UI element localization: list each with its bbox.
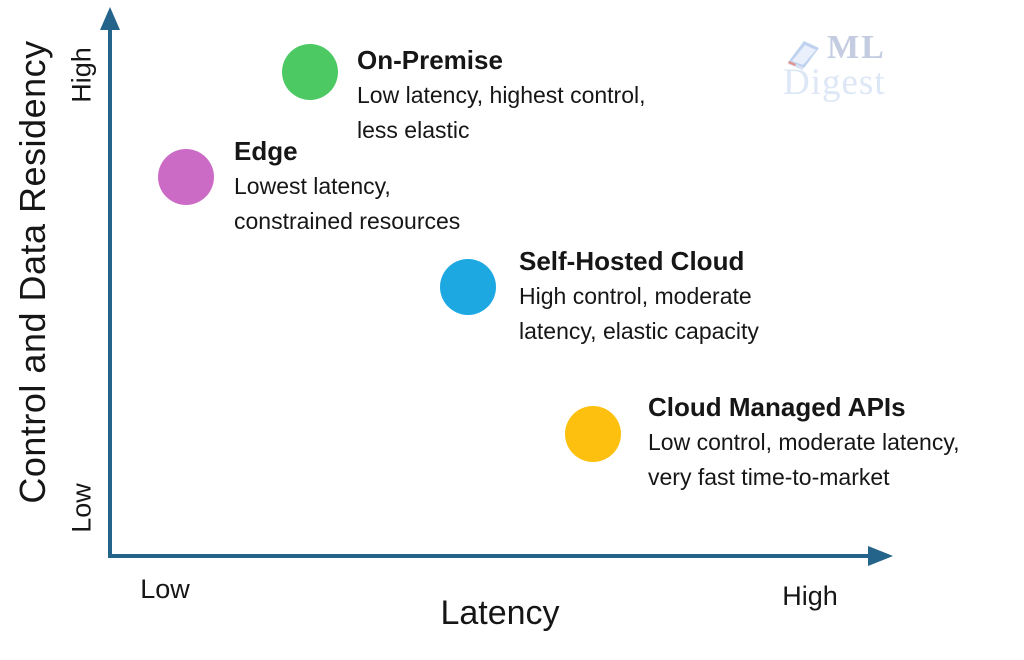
point-description-line: Lowest latency, [234, 173, 391, 199]
y-axis-arrow [100, 7, 120, 556]
data-point-edge [158, 149, 214, 205]
data-point-self-hosted-cloud [440, 259, 496, 315]
point-title: Edge [234, 136, 298, 166]
y-axis-label: Control and Data Residency [12, 40, 53, 504]
watermark-brand-top: ML [827, 29, 886, 66]
data-point-on-premise-label: On-Premise Low latency, highest control,… [357, 44, 646, 146]
data-point-self-hosted-cloud-label: Self-Hosted Cloud High control, moderate… [519, 245, 759, 347]
point-title: Cloud Managed APIs [648, 392, 906, 422]
data-point-cloud-managed-apis [565, 406, 621, 462]
watermark-brand-bottom: Digest [783, 62, 886, 103]
point-description-line: latency, elastic capacity [519, 318, 759, 344]
x-axis-label: Latency [440, 594, 560, 632]
x-tick-high: High [782, 581, 838, 611]
point-description-line: very fast time-to-market [648, 464, 890, 490]
ml-digest-watermark: ML Digest [783, 29, 913, 103]
point-description-line: Low latency, highest control, [357, 82, 646, 108]
x-tick-low: Low [140, 574, 190, 604]
point-description-line: High control, moderate [519, 283, 752, 309]
y-tick-high: High [66, 47, 97, 103]
data-point-on-premise [282, 44, 338, 100]
data-point-edge-label: Edge Lowest latency, constrained resourc… [234, 135, 460, 237]
y-tick-low: Low [66, 483, 97, 533]
point-description-line: constrained resources [234, 208, 461, 234]
point-title: Self-Hosted Cloud [519, 246, 745, 276]
point-title: On-Premise [357, 45, 503, 75]
x-axis-arrow [108, 546, 893, 566]
point-description-line: less elastic [357, 117, 470, 143]
book-icon [788, 41, 819, 70]
point-description-line: Low control, moderate latency, [648, 429, 960, 455]
data-point-cloud-managed-apis-label: Cloud Managed APIs Low control, moderate… [648, 391, 960, 493]
